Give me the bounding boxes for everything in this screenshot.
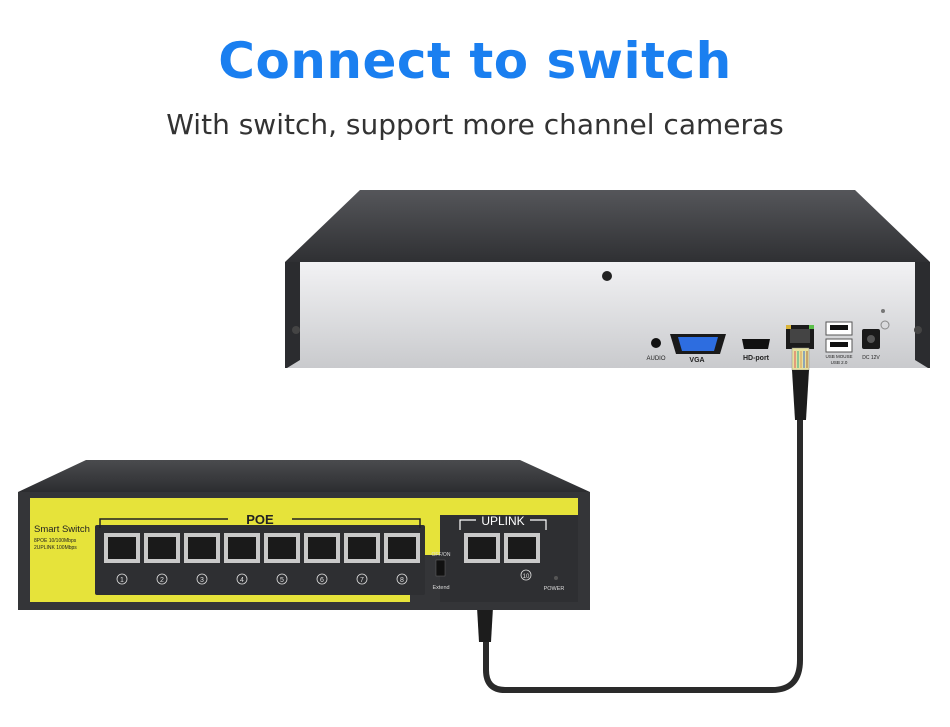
- uplink-port-number: 10: [523, 574, 530, 580]
- dc-power-jack-icon: [862, 329, 880, 349]
- poe-port-6: [304, 533, 340, 563]
- poe-ports: [104, 533, 420, 563]
- extend-switch-icon: [435, 559, 446, 577]
- port-number: 8: [400, 577, 404, 584]
- port-number: 3: [200, 577, 204, 584]
- port-number: 6: [320, 577, 324, 584]
- hd-port-label: HD-port: [743, 355, 770, 362]
- port-number: 4: [240, 577, 244, 584]
- port-number: 1: [120, 577, 124, 584]
- poe-switch-device: POE UPLINK Smart Switch 8POE 10/100Mbps …: [18, 460, 590, 610]
- poe-port-2: [144, 533, 180, 563]
- poe-port-3: [184, 533, 220, 563]
- uplink-label: UPLINK: [481, 514, 524, 528]
- hdmi-port-icon: [742, 339, 770, 349]
- switch-spec-line1: 8POE 10/100Mbps: [34, 538, 77, 544]
- port-number: 5: [280, 577, 284, 584]
- usb-label-2: USB 2.0: [831, 360, 848, 365]
- port-number-row: 1 2 3 4 5 6 7 8: [116, 573, 408, 585]
- power-led-icon: [554, 576, 558, 580]
- poe-port-5: [264, 533, 300, 563]
- switch-spec-line2: 2UPLINK 100Mbps: [34, 545, 77, 551]
- page-title: Connect to switch: [218, 32, 732, 90]
- toggle-label: OFF/ON: [432, 552, 451, 558]
- audio-label: AUDIO: [646, 356, 665, 362]
- nvr-lan-port-icon: [786, 325, 814, 349]
- poe-port-1: [104, 533, 140, 563]
- port-number: 2: [160, 577, 164, 584]
- usb-ports-icon: [825, 321, 853, 353]
- dc-label: DC 12V: [862, 355, 880, 361]
- uplink-ports: [464, 533, 540, 563]
- usb-label: USB MOUSE: [825, 354, 852, 359]
- extend-label: Extend: [432, 585, 449, 591]
- port-number: 7: [360, 577, 364, 584]
- vga-label: VGA: [689, 357, 704, 364]
- page-subtitle: With switch, support more channel camera…: [166, 108, 784, 141]
- vga-port-icon: [670, 334, 726, 354]
- poe-port-8: [384, 533, 420, 563]
- poe-label: POE: [246, 512, 274, 527]
- switch-brand-label: Smart Switch: [34, 524, 90, 535]
- poe-port-7: [344, 533, 380, 563]
- poe-port-4: [224, 533, 260, 563]
- audio-jack-icon: [651, 338, 661, 348]
- screw-icon: [602, 271, 612, 281]
- nvr-device: AUDIO VGA HD-port USB MOUSE USB 2.0: [285, 190, 930, 368]
- power-label: POWER: [544, 586, 565, 592]
